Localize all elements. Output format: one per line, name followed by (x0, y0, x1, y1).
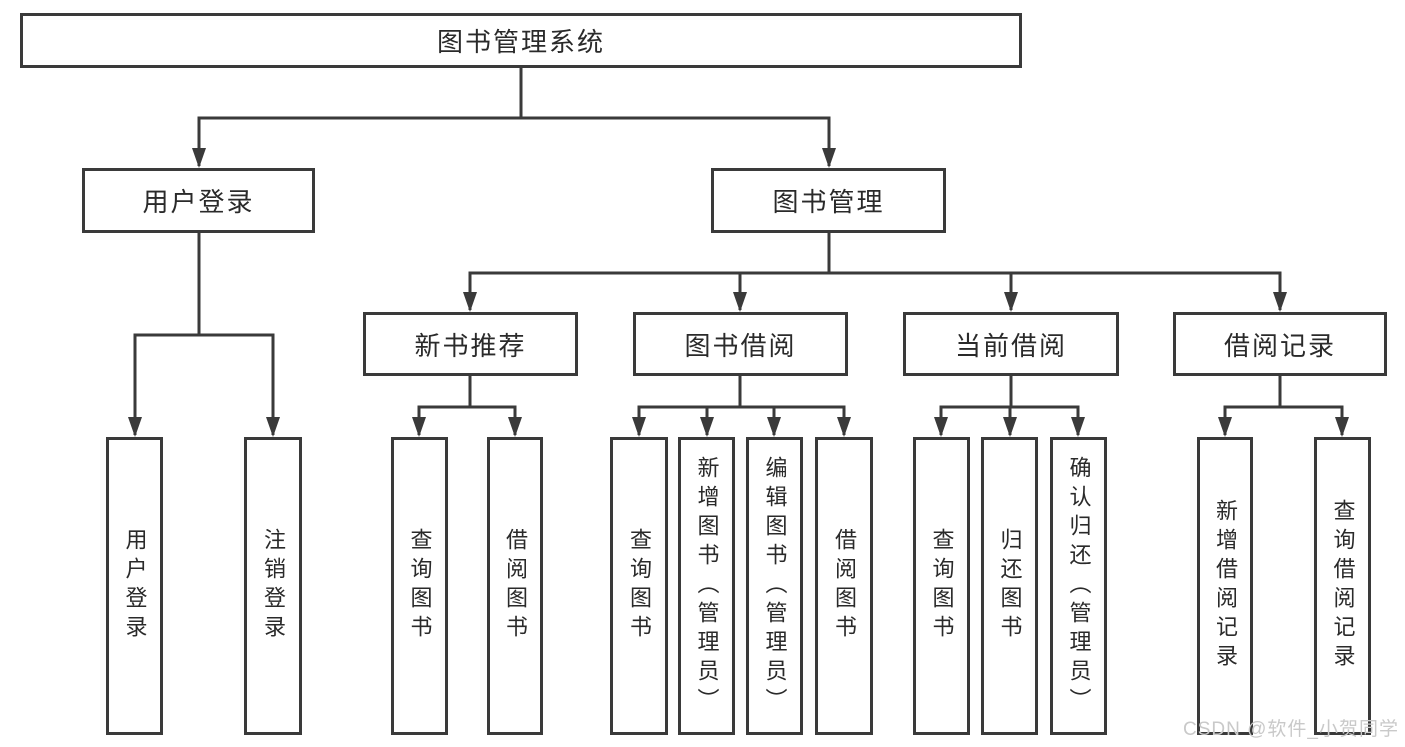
node-book-management-module: 图书管理 (711, 168, 946, 233)
csdn-watermark: CSDN @软件_小贺同学 (1183, 719, 1399, 740)
node-label: 用户登录 (142, 187, 255, 217)
arrow-down-icon (508, 417, 522, 437)
arrow-down-icon (1071, 417, 1085, 437)
leaf-query-borrow-record: 查询借阅记录 (1314, 437, 1371, 735)
arrow-down-icon (767, 417, 781, 437)
leaf-edit-books-admin: 编辑图书（管理员） (746, 437, 803, 735)
arrow-down-icon (733, 292, 747, 312)
node-new-book-recommend: 新书推荐 (363, 312, 578, 376)
node-label: 新书推荐 (414, 330, 527, 361)
leaf-label: 查询图书 (929, 528, 955, 644)
arrow-down-icon (1218, 417, 1232, 437)
arrow-down-icon (1004, 292, 1018, 312)
node-label: 图书借阅 (684, 330, 797, 361)
leaf-borrow-books-2: 借阅图书 (815, 437, 873, 735)
leaf-label: 用户登录 (122, 528, 148, 644)
leaf-label: 查询图书 (407, 528, 433, 644)
leaf-label: 注销登录 (261, 528, 286, 644)
node-book-borrowing: 图书借阅 (633, 312, 848, 376)
edge-level2-split (197, 116, 831, 166)
leaf-query-books-2: 查询图书 (610, 437, 668, 735)
node-label: 当前借阅 (954, 330, 1067, 361)
leaf-query-books-3: 查询图书 (913, 437, 970, 735)
arrow-down-icon (192, 148, 206, 168)
node-root-label: 图书管理系统 (436, 27, 605, 57)
arrow-down-icon (632, 417, 646, 437)
leaf-label: 确认归还（管理员） (1066, 455, 1092, 717)
leaf-label: 借阅图书 (832, 528, 857, 644)
leaf-label: 新增借阅记录 (1213, 499, 1238, 673)
edge-newbooks-split (417, 376, 517, 435)
arrow-down-icon (700, 417, 714, 437)
leaf-query-books-1: 查询图书 (391, 437, 448, 735)
edge-userlogin-split (133, 333, 275, 435)
leaf-label: 新增图书（管理员） (694, 455, 720, 717)
node-current-borrowing: 当前借阅 (903, 312, 1119, 376)
arrow-down-icon (837, 417, 851, 437)
leaf-add-borrow-record: 新增借阅记录 (1197, 437, 1253, 735)
leaf-label: 查询借阅记录 (1330, 499, 1356, 673)
node-borrowing-records: 借阅记录 (1173, 312, 1387, 376)
arrow-down-icon (463, 292, 477, 312)
leaf-label: 归还图书 (997, 528, 1023, 644)
node-label: 借阅记录 (1223, 330, 1336, 361)
node-root: 图书管理系统 (20, 13, 1022, 68)
leaf-confirm-return-admin: 确认归还（管理员） (1050, 437, 1107, 735)
arrow-down-icon (266, 417, 280, 437)
leaf-return-books: 归还图书 (981, 437, 1038, 735)
leaf-label: 编辑图书（管理员） (762, 455, 788, 717)
edge-level3-split (468, 271, 1282, 310)
tree-edges (133, 68, 1344, 435)
edge-records-split (1223, 376, 1344, 435)
arrow-down-icon (128, 417, 142, 437)
leaf-label: 查询图书 (627, 528, 652, 644)
leaf-borrow-books-1: 借阅图书 (487, 437, 543, 735)
leaf-logout: 注销登录 (244, 437, 302, 735)
arrow-down-icon (822, 148, 836, 168)
arrow-down-icon (934, 417, 948, 437)
arrow-down-icon (412, 417, 426, 437)
node-user-login-module: 用户登录 (82, 168, 315, 233)
arrow-down-icon (1003, 417, 1017, 437)
node-label: 图书管理 (772, 187, 885, 217)
edge-borrow-split (637, 376, 846, 435)
leaf-add-books-admin: 新增图书（管理员） (678, 437, 735, 735)
arrow-down-icon (1335, 417, 1349, 437)
arrowheads (128, 148, 1349, 437)
leaf-label: 借阅图书 (503, 528, 528, 644)
arrow-down-icon (1273, 292, 1287, 312)
leaf-user-login: 用户登录 (106, 437, 163, 735)
